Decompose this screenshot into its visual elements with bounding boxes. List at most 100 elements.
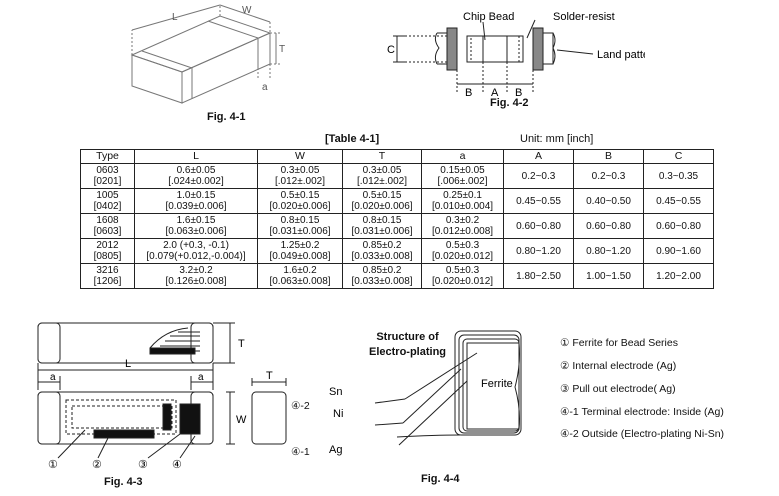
- cell-line: [0.020±0.006]: [351, 201, 413, 212]
- cell-line: 0.3±0.05: [362, 165, 402, 176]
- fig41-label-L: L: [172, 12, 178, 23]
- fig42-label-B-right: B: [515, 87, 522, 99]
- table-cell-L: 2.0 (+0.3, -0.1)[0.079(+0.012,-0.004)]: [134, 238, 258, 264]
- cell-line: 0603: [96, 165, 119, 176]
- table-cell-L: 0.6±0.05[.024±0.002]: [134, 163, 258, 189]
- cell-line: 0.8±0.15: [362, 215, 402, 226]
- table-cell-a: 0.15±0.05[.006±.002]: [421, 163, 504, 189]
- cell-line: [.012±.002]: [275, 176, 325, 187]
- cell-line: 3216: [96, 265, 119, 276]
- table-cell-a: 0.5±0.3[0.020±0.012]: [421, 263, 504, 289]
- cell-line: 0.5±0.15: [362, 190, 402, 201]
- cell-line: 0.25±0.1: [443, 190, 482, 201]
- cell-line: [0.031±0.006]: [351, 226, 413, 237]
- table-row: 2012[0805]2.0 (+0.3, -0.1)[0.079(+0.012,…: [80, 238, 714, 264]
- cell-line: [1206]: [93, 276, 122, 287]
- cell-line: 1608: [96, 215, 119, 226]
- table-cell-B: 1.00~1.50: [573, 263, 644, 289]
- table-cell-a: 0.5±0.3[0.020±0.012]: [421, 238, 504, 264]
- table-row: 0603[0201]0.6±0.05[.024±0.002]0.3±0.05[.…: [80, 163, 714, 189]
- cell-line: 0.5±0.3: [445, 240, 480, 251]
- cell-line: 0.5±0.15: [280, 190, 320, 201]
- table-cell-C: 0.3~0.35: [643, 163, 714, 189]
- table-cell-T: 0.85±0.2[0.033±0.008]: [342, 238, 422, 264]
- table-cell-A: 0.2~0.3: [503, 163, 574, 189]
- header-B: B: [573, 149, 644, 164]
- spec-table: Type L W T a A B C 0603[0201]0.6±0.05[.0…: [80, 149, 714, 289]
- cell-line: [0.033±0.008]: [351, 276, 413, 287]
- fig43-label-W: W: [236, 414, 247, 426]
- legend-item-1: ① Ferrite for Bead Series: [560, 337, 678, 349]
- header-W: W: [257, 149, 343, 164]
- cell-line: 0.8±0.15: [280, 215, 320, 226]
- table-cell-a: 0.3±0.2[0.012±0.008]: [421, 213, 504, 239]
- table-header-row: Type L W T a A B C: [80, 149, 714, 164]
- table-cell-W: 0.8±0.15[0.031±0.006]: [257, 213, 343, 239]
- table-cell-type: 3216[1206]: [80, 263, 135, 289]
- table-cell-A: 0.60~0.80: [503, 213, 574, 239]
- cell-line: [0.012±0.008]: [431, 226, 494, 237]
- fig42-chip-bead: Chip Bead: [463, 11, 514, 23]
- cell-line: [0.020±0.012]: [431, 276, 494, 287]
- table-cell-type: 2012[0805]: [80, 238, 135, 264]
- cell-line: 3.2±0.2: [179, 265, 213, 276]
- fig-4-4-caption: Fig. 4-4: [421, 473, 460, 485]
- cell-line: [0.079(+0.012,-0.004)]: [146, 251, 246, 262]
- cell-line: 0.5±0.3: [445, 265, 480, 276]
- table-cell-W: 0.3±0.05[.012±.002]: [257, 163, 343, 189]
- cell-line: 0.85±0.2: [362, 240, 402, 251]
- cell-line: [.012±.002]: [357, 176, 407, 187]
- cell-line: [0.033±0.008]: [351, 251, 413, 262]
- fig41-label-a: a: [262, 82, 268, 93]
- fig-4-1-caption: Fig. 4-1: [207, 111, 246, 123]
- table-cell-L: 3.2±0.2[0.126±0.008]: [134, 263, 258, 289]
- header-a: a: [421, 149, 504, 164]
- table-cell-A: 0.45~0.55: [503, 188, 574, 214]
- cell-line: 0.3±0.05: [280, 165, 320, 176]
- table-cell-W: 1.6±0.2[0.063±0.008]: [257, 263, 343, 289]
- fig42-label-A: A: [491, 87, 499, 99]
- cell-line: [0.063±0.006]: [165, 226, 227, 237]
- table-cell-A: 0.80~1.20: [503, 238, 574, 264]
- table-cell-L: 1.6±0.15[0.063±0.006]: [134, 213, 258, 239]
- fig44-label-ferrite: Ferrite: [481, 378, 513, 390]
- cell-line: [0.126±0.008]: [165, 276, 227, 287]
- fig-4-4-drawing: Sn Ni Ag Ferrite: [329, 330, 522, 456]
- fig-4-3-drawing: L T a a T W ① ② ③ ④: [37, 322, 287, 471]
- table-cell-W: 0.5±0.15[0.020±0.006]: [257, 188, 343, 214]
- cell-line: 1.6±0.2: [283, 265, 317, 276]
- fig44-side-label-4-1: ④-1: [291, 446, 310, 458]
- table-cell-B: 0.60~0.80: [573, 213, 644, 239]
- fig43-label-T-top: T: [238, 338, 245, 350]
- table-cell-W: 1.25±0.2[0.049±0.008]: [257, 238, 343, 264]
- table-unit: Unit: mm [inch]: [520, 133, 594, 145]
- cell-line: [0.020±0.012]: [431, 251, 494, 262]
- header-T: T: [342, 149, 422, 164]
- cell-line: [0.039±0.006]: [165, 201, 227, 212]
- cell-line: 0.6±0.05: [176, 165, 216, 176]
- fig43-label-T-side: T: [266, 370, 273, 382]
- table-cell-C: 1.20~2.00: [643, 263, 714, 289]
- legend-item-4-1: ④-1 Terminal electrode: Inside (Ag): [560, 406, 724, 418]
- table-cell-type: 1005[0402]: [80, 188, 135, 214]
- table-cell-B: 0.40~0.50: [573, 188, 644, 214]
- fig44-side-label-4-2: ④-2: [291, 400, 310, 412]
- cell-line: 0.15±0.05: [440, 165, 485, 176]
- table-cell-T: 0.85±0.2[0.033±0.008]: [342, 263, 422, 289]
- fig-4-2-caption: Fig. 4-2: [490, 97, 529, 109]
- fig43-marker-3: ③: [138, 459, 148, 471]
- structure-title: Structure of Electro-plating: [369, 330, 446, 360]
- table-cell-L: 1.0±0.15[0.039±0.006]: [134, 188, 258, 214]
- table-cell-type: 0603[0201]: [80, 163, 135, 189]
- fig44-label-ag: Ag: [329, 444, 342, 456]
- fig43-label-L: L: [125, 358, 131, 370]
- table-cell-A: 1.80~2.50: [503, 263, 574, 289]
- table-cell-T: 0.5±0.15[0.020±0.006]: [342, 188, 422, 214]
- cell-line: [0603]: [93, 226, 122, 237]
- legend-item-3: ③ Pull out electrode( Ag): [560, 383, 676, 395]
- table-cell-C: 0.45~0.55: [643, 188, 714, 214]
- table-row: 3216[1206]3.2±0.2[0.126±0.008]1.6±0.2[0.…: [80, 263, 714, 289]
- fig43-label-a-right: a: [198, 372, 204, 383]
- fig42-land-pattern: Land pattern: [597, 49, 645, 61]
- table-cell-C: 0.90~1.60: [643, 238, 714, 264]
